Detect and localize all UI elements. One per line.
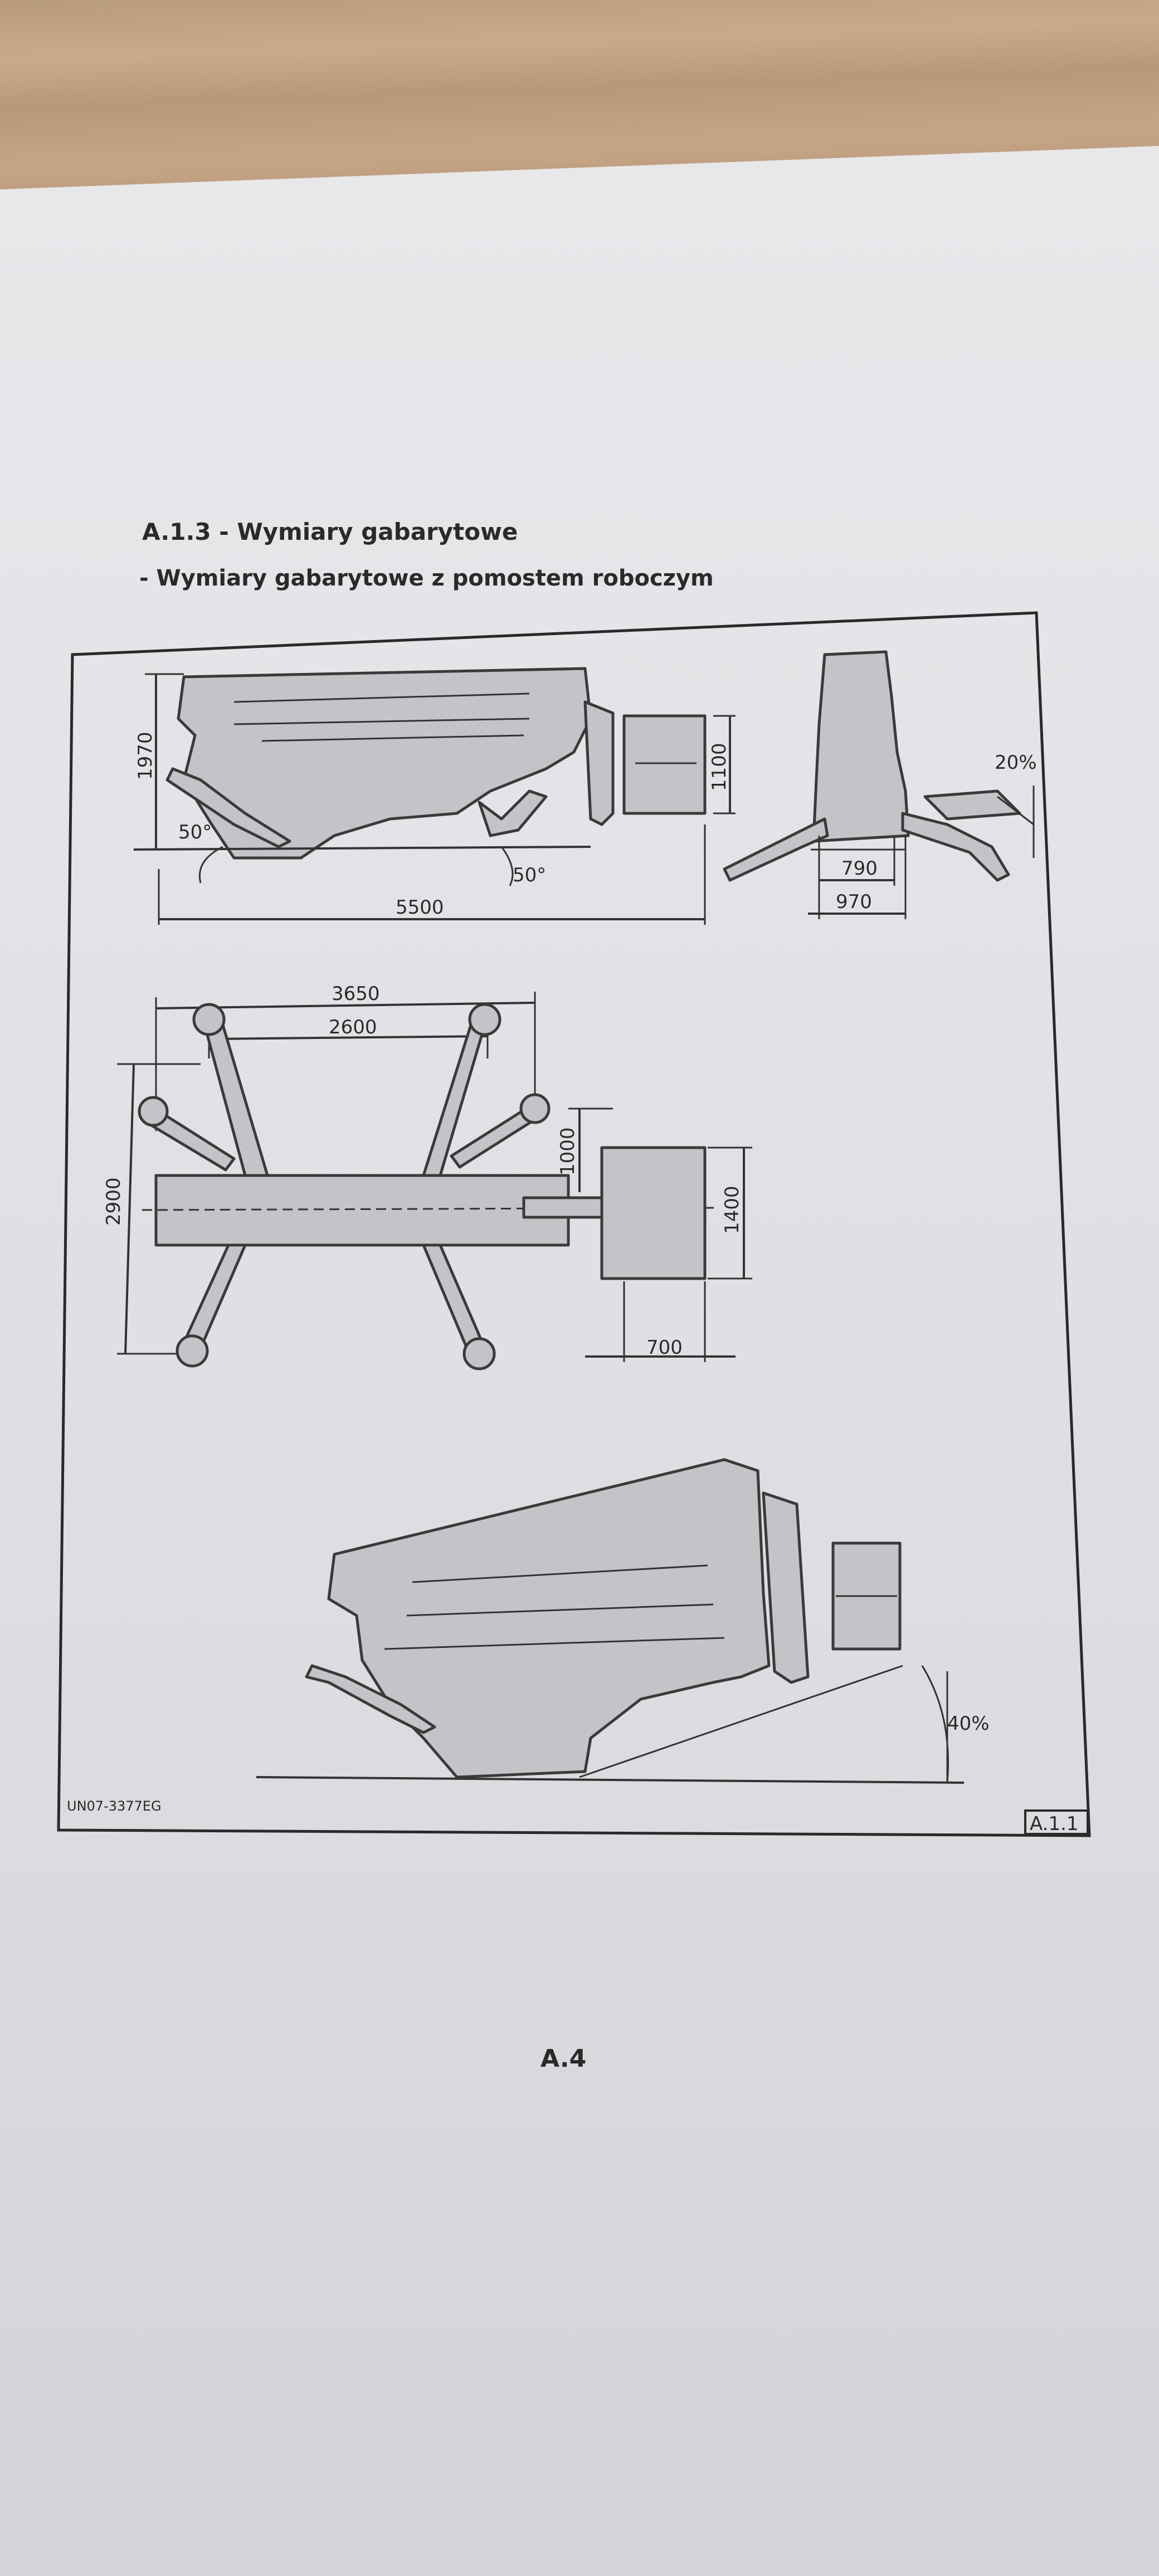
dim-angle-left: 50° (178, 821, 212, 843)
drawing-code: UN07-3377EG (67, 1798, 162, 1814)
dim-basket-depth: 700 (646, 1336, 683, 1359)
end-view: 20% 790 970 (723, 650, 1037, 919)
dim-outrigger-span-outer: 3650 (332, 983, 380, 1005)
dim-width-outer: 970 (836, 891, 872, 913)
end-view-outrigger-left (723, 817, 829, 882)
slope-view: 40% (256, 1458, 990, 1784)
top-view-outrigger-rear-left (182, 1243, 247, 1350)
section-title: A.1.3 - Wymiary gabarytowe (142, 518, 518, 545)
side-view-machine (177, 667, 592, 860)
end-view-machine (812, 650, 910, 843)
dim-slope-view-slope: 40% (947, 1713, 990, 1735)
side-view: 1970 1100 5500 50° 50° (133, 667, 736, 925)
dim-total-width: 2900 (103, 1177, 125, 1226)
section-subtitle: - Wymiary gabarytowe z pomostem roboczym (139, 565, 714, 591)
end-view-outrigger-right (901, 812, 1010, 882)
dim-end-slope: 20% (995, 752, 1037, 774)
page-number: A.4 (540, 2045, 587, 2073)
top-view-boom (522, 1196, 603, 1219)
dim-basket-height: 1100 (708, 743, 731, 791)
top-view-outrigger-rear-right (422, 1243, 486, 1353)
dim-width-inner: 790 (841, 857, 878, 880)
side-view-outrigger-right (478, 789, 548, 837)
side-view-boom (583, 700, 615, 826)
slope-view-machine (327, 1458, 771, 1779)
end-view-tilted-track (923, 789, 1021, 821)
slope-view-outrigger-left (305, 1664, 436, 1734)
side-view-outrigger-left (165, 767, 291, 848)
top-view-chassis (154, 1174, 570, 1247)
dim-basket-offset: 1000 (557, 1127, 579, 1175)
slope-view-boom (762, 1491, 810, 1684)
figure-ref-box (1024, 1809, 1089, 1835)
side-view-basket (622, 714, 707, 815)
dim-outrigger-span-inner: 2600 (329, 1016, 377, 1038)
drawing-frame (57, 611, 1091, 1837)
dim-length: 5500 (396, 896, 444, 919)
top-view: 3650 2600 2900 1000 1400 700 (103, 983, 752, 1370)
dim-angle-right: 50° (513, 864, 546, 886)
dim-basket-width: 1400 (721, 1185, 743, 1234)
top-view-basket (600, 1146, 707, 1280)
dim-height: 1970 (134, 731, 157, 780)
figure-ref: A.1.1 (1030, 1813, 1079, 1835)
